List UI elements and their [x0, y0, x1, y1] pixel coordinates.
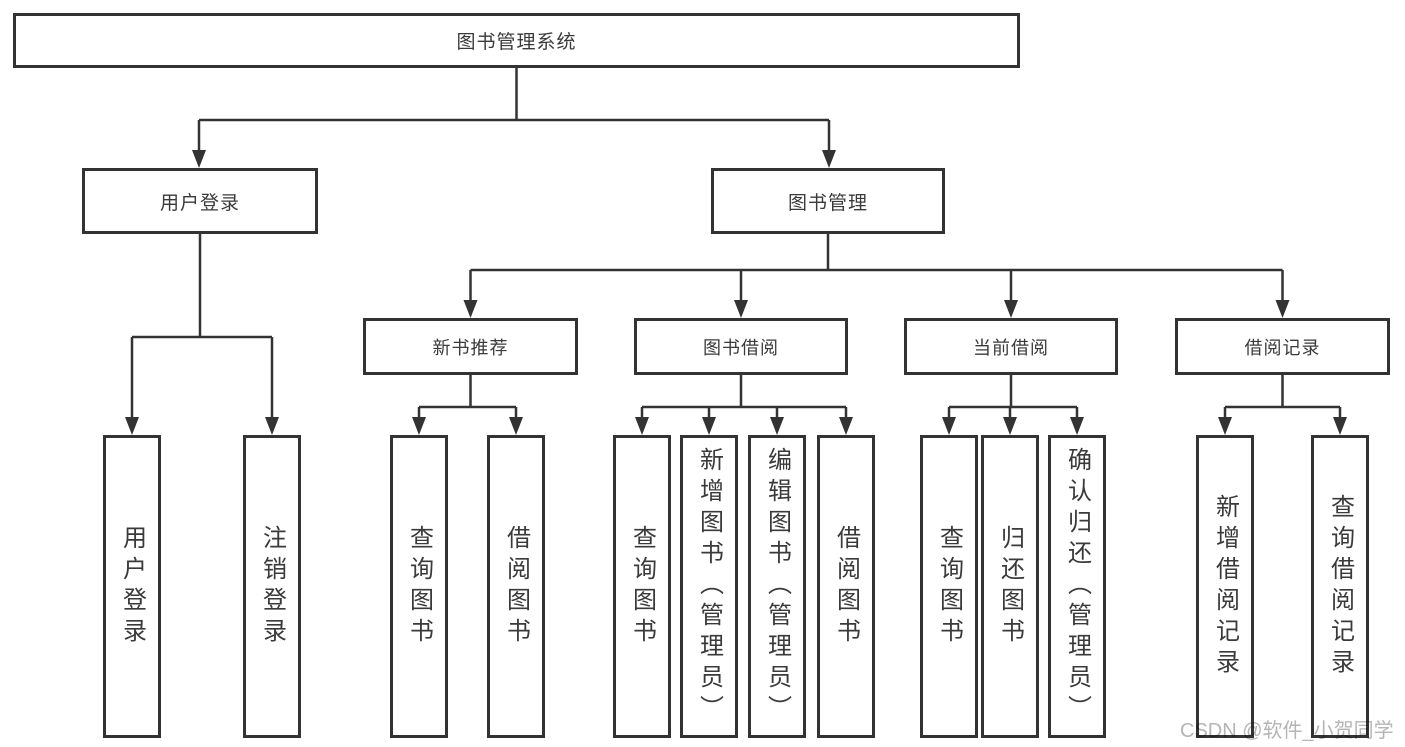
node-borrow-records: 借阅记录 [1175, 318, 1390, 375]
leaf-borrow-books: 借阅图书 [817, 435, 875, 738]
leaf-borrow-books-recommend-label: 借阅图书 [502, 524, 530, 649]
node-library-management-system: 图书管理系统 [13, 13, 1020, 68]
connector-root-to-level2 [192, 68, 836, 168]
leaf-add-borrow-record-label: 新增借阅记录 [1211, 493, 1239, 680]
node-book-borrow: 图书借阅 [634, 318, 848, 375]
leaf-borrow-books-recommend: 借阅图书 [487, 435, 545, 738]
leaf-query-books-borrow: 查询图书 [613, 435, 671, 738]
leaf-edit-books-admin-label: 编辑图书（管理员） [763, 447, 791, 726]
leaf-query-books-current: 查询图书 [920, 435, 978, 738]
node-book-management: 图书管理 [711, 168, 945, 234]
leaf-user-login-label: 用户登录 [118, 524, 146, 649]
leaf-query-books-current-label: 查询图书 [935, 524, 963, 649]
leaf-confirm-return-admin: 确认归还（管理员） [1048, 435, 1106, 738]
csdn-watermark: CSDN @软件_小贺同学 [1180, 720, 1394, 742]
leaf-borrow-books-label: 借阅图书 [832, 524, 860, 649]
leaf-query-borrow-record: 查询借阅记录 [1311, 435, 1369, 738]
leaf-return-books-label: 归还图书 [996, 524, 1024, 649]
connector-book-borrow-to-leaves [635, 375, 853, 435]
connector-current-borrow-to-leaves [942, 375, 1084, 435]
leaf-add-borrow-record: 新增借阅记录 [1196, 435, 1254, 738]
node-new-book-recommend: 新书推荐 [363, 318, 578, 375]
leaf-query-borrow-record-label: 查询借阅记录 [1326, 493, 1354, 680]
connector-book-management-to-level3 [463, 234, 1290, 318]
node-current-borrow: 当前借阅 [904, 318, 1118, 375]
leaf-return-books: 归还图书 [981, 435, 1039, 738]
node-user-login: 用户登录 [82, 168, 318, 234]
connector-borrow-records-to-leaves [1218, 375, 1347, 435]
leaf-user-login: 用户登录 [103, 435, 161, 738]
connector-new-book-recommend-to-leaves [412, 375, 523, 435]
leaf-query-books-recommend-label: 查询图书 [405, 524, 433, 649]
leaf-query-books-borrow-label: 查询图书 [628, 524, 656, 649]
leaf-logout: 注销登录 [243, 435, 301, 738]
leaf-query-books-recommend: 查询图书 [390, 435, 448, 738]
leaf-add-books-admin: 新增图书（管理员） [680, 435, 738, 738]
leaf-add-books-admin-label: 新增图书（管理员） [695, 447, 723, 726]
leaf-logout-label: 注销登录 [258, 524, 286, 649]
leaf-confirm-return-admin-label: 确认归还（管理员） [1063, 447, 1091, 726]
connector-user-login-to-leaves [125, 234, 279, 435]
leaf-edit-books-admin: 编辑图书（管理员） [748, 435, 806, 738]
